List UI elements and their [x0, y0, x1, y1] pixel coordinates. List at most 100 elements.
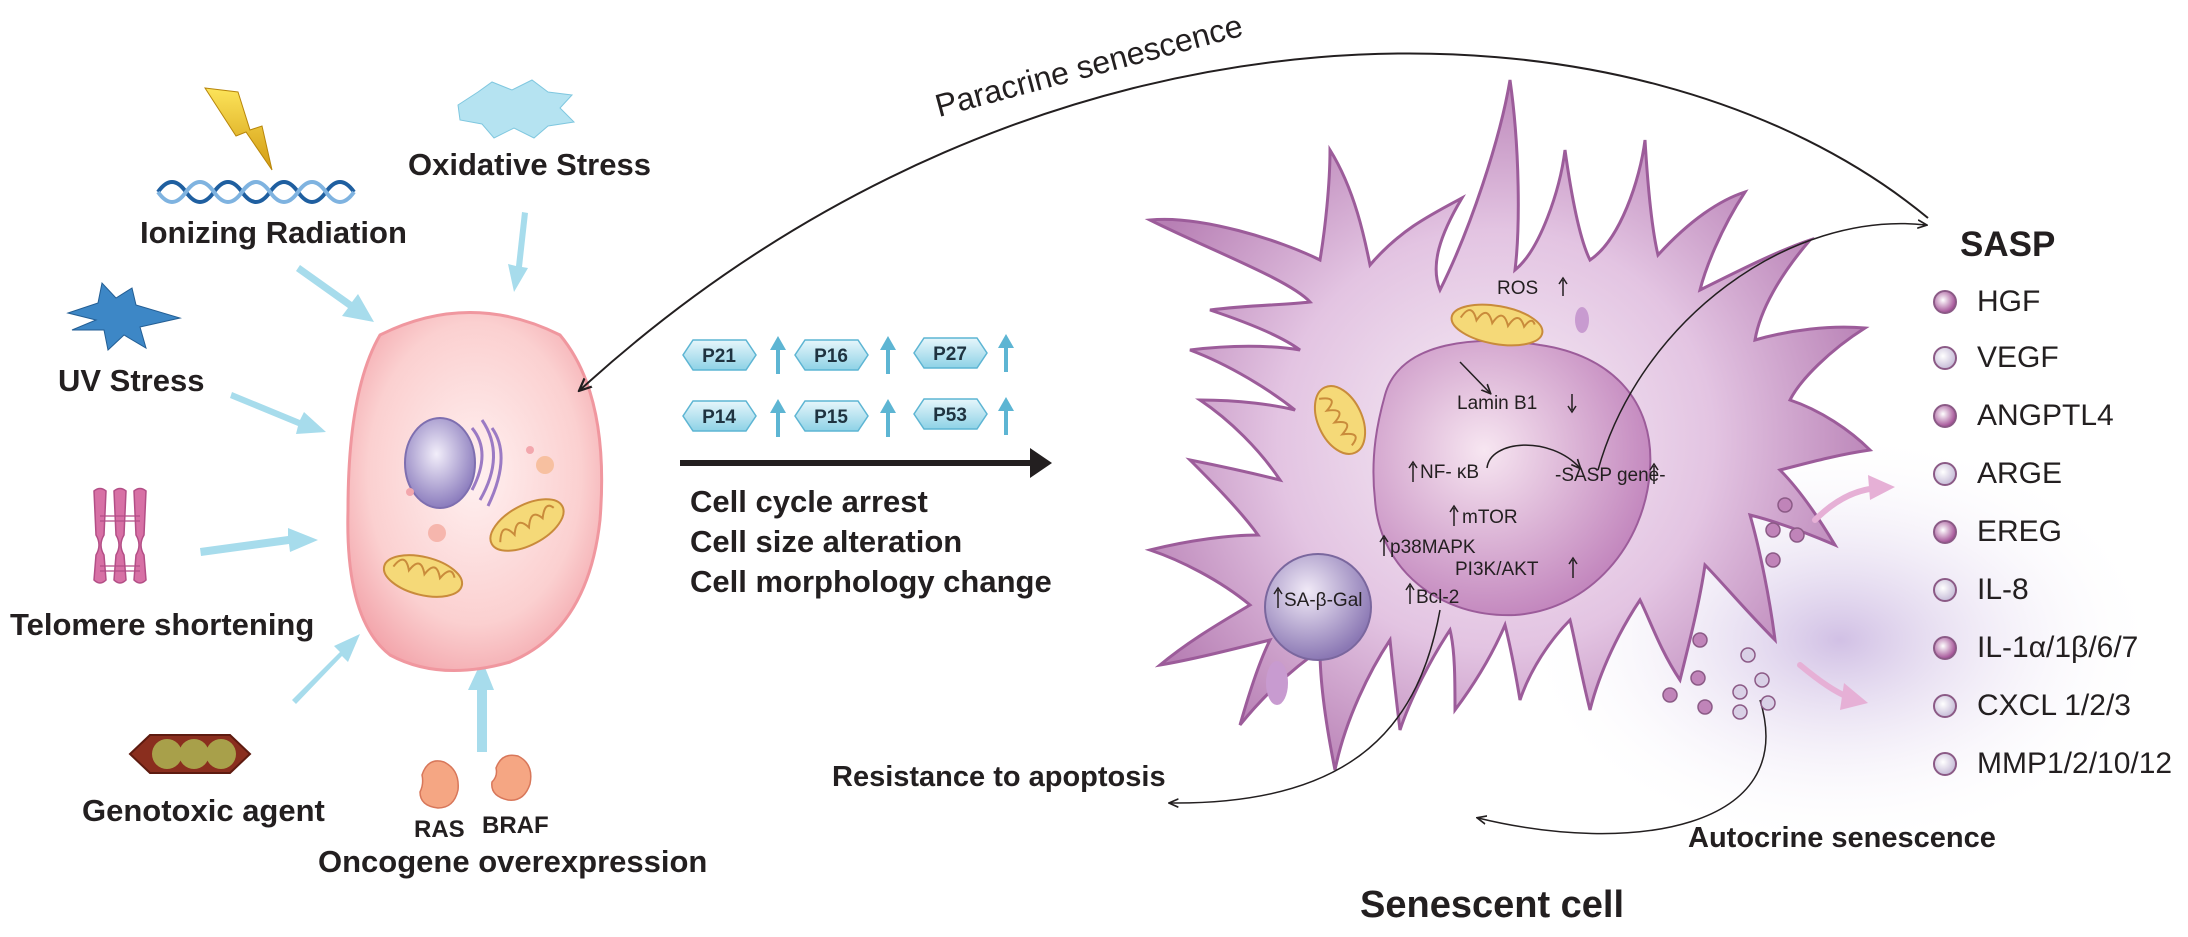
vesicle-small-2 — [1266, 661, 1288, 705]
sasp-item-label: IL-8 — [1977, 573, 2029, 606]
sasp-dot-icon — [1933, 290, 1957, 314]
sasp-item-label: CXCL 1/2/3 — [1977, 689, 2131, 722]
uv-star-icon — [66, 281, 182, 351]
stress-arrow-oxidative — [508, 212, 528, 292]
p38-up-arrow — [1379, 534, 1389, 556]
lightning-icon — [204, 87, 273, 171]
mtor-up-arrow — [1449, 504, 1459, 526]
pi3k-akt-label: PI3K/AKT — [1455, 559, 1539, 580]
sasp-item-label: MMP1/2/10/12 — [1977, 747, 2173, 780]
up-arrow-p21 — [770, 336, 786, 374]
sasp-dot-icon — [1933, 752, 1957, 776]
stress-arrow-telomere — [200, 528, 318, 556]
sasp-item-label: ARGE — [1977, 457, 2063, 490]
sasp-item: HGF — [1933, 282, 2040, 322]
ionizing-radiation-label: Ionizing Radiation — [140, 215, 407, 250]
up-arrow-p16 — [880, 336, 896, 374]
marker-badges: P21 P16 P27 P14 P15 P53 — [682, 334, 1014, 437]
resistance-to-apoptosis-label: Resistance to apoptosis — [832, 761, 1166, 793]
pi3k-up-arrow — [1568, 556, 1578, 578]
sasp-item: ARGE — [1933, 454, 2062, 494]
nfkb-label: NF- κB — [1420, 462, 1480, 483]
sasp-dot-icon — [1933, 404, 1957, 428]
sasp-item: VEGF — [1933, 338, 2059, 378]
mitochondrion-normal-1 — [489, 498, 565, 552]
paracrine-arrow — [580, 52, 1929, 390]
badge-p53: P53 — [913, 398, 988, 430]
marker-up-arrows — [770, 334, 1014, 437]
sasp-title: SASP — [1960, 225, 2056, 264]
sa-beta-gal-label: SA-β-Gal — [1284, 590, 1363, 611]
stress-arrow-uv — [230, 392, 326, 434]
uv-stress-label: UV Stress — [58, 363, 205, 398]
effect-cell-cycle-arrest: Cell cycle arrest — [690, 484, 928, 519]
sasp-dot-icon — [1933, 636, 1957, 660]
autocrine-arrow — [1478, 699, 1767, 835]
lamin-down-arrow — [1567, 394, 1577, 414]
sasp-item-label: ANGPTL4 — [1977, 399, 2114, 432]
mitochondrion-senescent-1 — [1450, 303, 1544, 347]
sasp-item-label: IL-1α/1β/6/7 — [1977, 631, 2139, 664]
sasp-item: EREG — [1933, 512, 2062, 552]
main-arrow — [680, 448, 1052, 478]
p38mapk-label: p38MAPK — [1390, 537, 1476, 558]
nfkb-up-arrow — [1408, 460, 1418, 482]
badge-p53-label: P53 — [933, 405, 967, 426]
sasp-dot-icon — [1933, 462, 1957, 486]
badge-p15-label: P15 — [814, 407, 848, 428]
sasp-item: MMP1/2/10/12 — [1933, 744, 2172, 784]
badge-p14-label: P14 — [702, 407, 736, 428]
genotoxic-agent-label: Genotoxic agent — [82, 793, 325, 828]
sasp-item-label: HGF — [1977, 285, 2041, 318]
up-arrow-p15 — [880, 399, 896, 437]
secretion-arrow-lower-head — [1840, 683, 1868, 710]
up-arrow-p27 — [998, 334, 1014, 372]
chromosome-icon — [93, 487, 147, 584]
up-arrow-p53 — [998, 397, 1014, 435]
lamin-b1-label: Lamin B1 — [1457, 393, 1538, 414]
badge-p27-label: P27 — [933, 344, 967, 365]
sasp-item: ANGPTL4 — [1933, 396, 2114, 436]
sasp-item: IL-1α/1β/6/7 — [1933, 628, 2138, 668]
badge-p16: P16 — [794, 339, 869, 371]
sasp-gene-label: -SASP gene- — [1555, 465, 1666, 486]
nfkb-sasp-arrow — [1486, 444, 1580, 468]
telomere-shortening-label: Telomere shortening — [10, 607, 315, 642]
ros-up-arrow — [1558, 276, 1568, 296]
sasp-item-label: VEGF — [1977, 341, 2059, 374]
senescent-cell-title: Senescent cell — [1360, 884, 1625, 926]
bcl2-up-arrow — [1405, 582, 1415, 604]
stress-arrow-oncogene — [468, 660, 494, 752]
oncogene-overexpression-label: Oncogene overexpression — [318, 844, 708, 879]
up-arrow-p14 — [770, 399, 786, 437]
bcl2-label: Bcl-2 — [1416, 587, 1460, 608]
mitochondrion-normal-2 — [382, 554, 464, 598]
stress-arrow-genotoxic — [292, 634, 360, 704]
badge-p14: P14 — [682, 400, 757, 432]
inner-arrows — [1273, 276, 1659, 608]
braf-blob-icon — [491, 754, 532, 801]
effect-cell-morphology-change: Cell morphology change — [690, 564, 1052, 599]
mtor-label: mTOR — [1462, 507, 1518, 528]
stress-arrows — [200, 212, 528, 752]
sagal-up-arrow — [1273, 586, 1283, 608]
badge-p15: P15 — [794, 400, 869, 432]
badge-p27: P27 — [913, 337, 988, 369]
sasp-out-arrow — [1597, 224, 1926, 471]
braf-label: BRAF — [482, 812, 549, 839]
sasp-item: IL-8 — [1933, 570, 2029, 610]
autocrine-senescence-label: Autocrine senescence — [1688, 822, 1996, 854]
sasp-dot-icon — [1933, 346, 1957, 370]
sasp-item: CXCL 1/2/3 — [1933, 686, 2131, 726]
ros-label: ROS — [1497, 278, 1539, 299]
sasp-dot-icon — [1933, 578, 1957, 602]
sasp-item-label: EREG — [1977, 515, 2063, 548]
effect-cell-size-alteration: Cell size alteration — [690, 524, 963, 559]
badge-p16-label: P16 — [814, 346, 848, 367]
dna-helix-icon — [156, 180, 356, 204]
normal-cell — [346, 311, 604, 673]
secreted-factors — [1662, 497, 1805, 720]
ras-label: RAS — [414, 816, 465, 843]
